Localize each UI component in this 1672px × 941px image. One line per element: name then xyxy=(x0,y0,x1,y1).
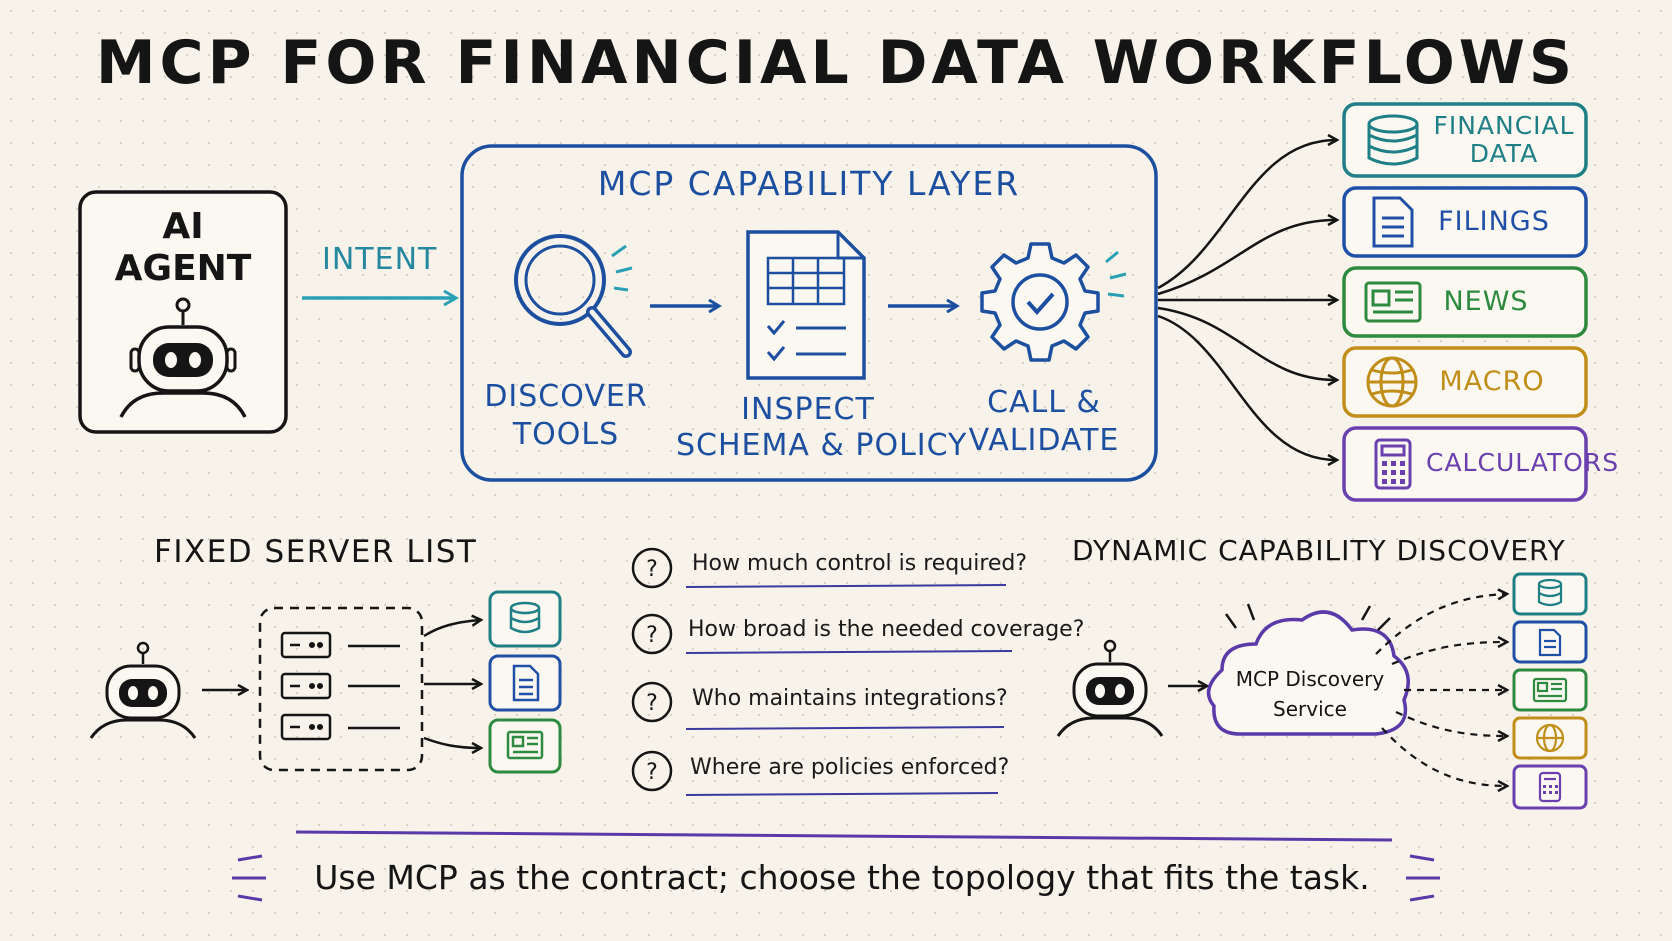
footer-tagline: Use MCP as the contract; choose the topo… xyxy=(314,858,1370,897)
server-rows xyxy=(280,631,400,741)
capability-layer-box xyxy=(460,144,1158,482)
intent-label: INTENT xyxy=(322,242,438,277)
svg-text:?: ? xyxy=(646,557,658,582)
gear-check-icon xyxy=(980,242,1127,362)
dynamic-robot-icon xyxy=(1056,639,1164,737)
server-list-box xyxy=(258,606,424,772)
fixed-sources xyxy=(488,590,562,774)
database-icon xyxy=(1367,114,1419,166)
source-calculators: CALCULATORS xyxy=(1426,448,1620,477)
source-filings: FILINGS xyxy=(1438,206,1550,237)
dynamic-arrows xyxy=(1375,594,1506,786)
question-underlines xyxy=(685,584,1013,796)
fixed-server-list-title: FIXED SERVER LIST xyxy=(154,534,478,570)
source-news: NEWS xyxy=(1443,286,1529,317)
svg-text:?: ? xyxy=(646,691,658,716)
svg-text:?: ? xyxy=(646,623,658,648)
question-control: How much control is required? xyxy=(692,551,1028,576)
page-title: MCP FOR FINANCIAL DATA WORKFLOWS xyxy=(95,28,1577,98)
question-maintenance: Who maintains integrations? xyxy=(692,686,1008,711)
discovery-cloud xyxy=(1206,610,1410,736)
document-icon xyxy=(1372,196,1414,248)
footer-rule xyxy=(295,830,1393,842)
calculator-icon xyxy=(1374,438,1412,490)
magnifier-icon xyxy=(514,234,633,358)
fanout-arrows xyxy=(1157,140,1336,460)
schema-document-icon xyxy=(746,230,866,380)
newspaper-icon xyxy=(1364,281,1422,323)
svg-text:?: ? xyxy=(646,760,658,785)
step-validate-label: CALL &VALIDATE xyxy=(968,385,1120,458)
robot-icon xyxy=(119,297,247,418)
question-icons xyxy=(631,547,673,792)
source-macro: MACRO xyxy=(1439,366,1545,397)
dynamic-sources xyxy=(1512,572,1588,810)
question-policies: Where are policies enforced? xyxy=(690,755,1010,780)
fixed-robot-icon xyxy=(89,641,197,739)
question-coverage: How broad is the needed coverage? xyxy=(688,617,1085,642)
footer-accent-marks xyxy=(232,854,1440,902)
globe-icon xyxy=(1366,356,1418,408)
agent-label: AI AGENT xyxy=(114,206,252,289)
capability-layer-title: MCP CAPABILITY LAYER xyxy=(597,164,1021,203)
source-boxes xyxy=(1342,102,1588,502)
dynamic-discovery-title: DYNAMIC CAPABILITY DISCOVERY xyxy=(1072,534,1566,567)
